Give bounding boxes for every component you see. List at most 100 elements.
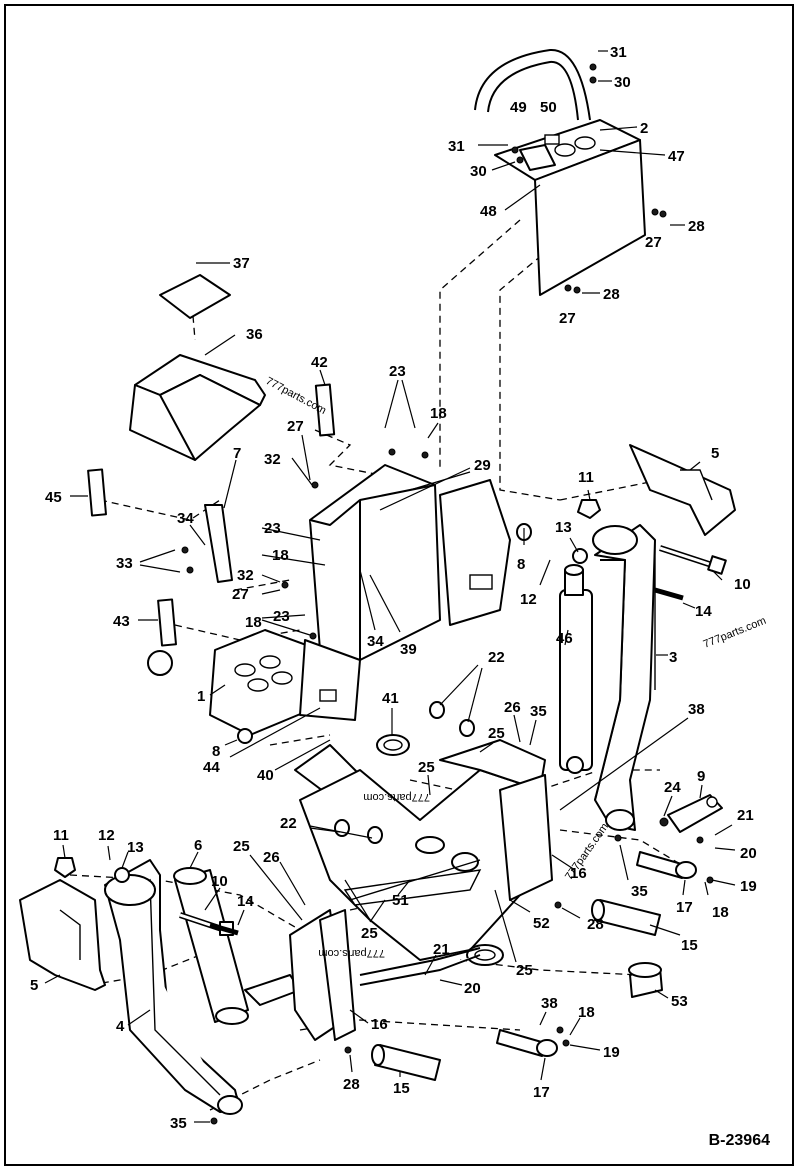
callout-label: 30 <box>470 163 487 180</box>
callout-label: 8 <box>517 556 525 573</box>
callout-label: 6 <box>194 837 202 854</box>
callout-label: 31 <box>448 138 465 155</box>
callout-label: 51 <box>392 892 409 909</box>
callout-label: 25 <box>488 725 505 742</box>
callout-label: 33 <box>116 555 133 572</box>
callout-label: 15 <box>681 937 698 954</box>
callout-label: 49 <box>510 99 527 116</box>
pins-17 <box>496 851 697 1057</box>
callout-label: 10 <box>734 576 751 593</box>
decal-43 <box>157 598 177 647</box>
callout-label: 23 <box>264 520 281 537</box>
callout-label: 44 <box>203 759 220 776</box>
callout-label: 19 <box>740 878 757 895</box>
callout-label: 8 <box>212 743 220 760</box>
callout-label: 28 <box>688 218 705 235</box>
callout-label: 10 <box>211 873 228 890</box>
callout-label: 21 <box>737 807 754 824</box>
callout-label: 27 <box>645 234 662 251</box>
callout-labels: 31 30 2 49 50 31 30 47 48 28 27 28 27 37… <box>30 44 757 1132</box>
callout-label: 17 <box>676 899 693 916</box>
callout-label: 7 <box>233 445 241 462</box>
callout-label: 39 <box>400 641 417 658</box>
callout-label: 22 <box>488 649 505 666</box>
callout-label: 19 <box>603 1044 620 1061</box>
callout-label: 5 <box>30 977 38 994</box>
callout-label: 11 <box>578 469 594 486</box>
callout-label: 40 <box>257 767 274 784</box>
callout-label: 15 <box>393 1080 410 1097</box>
callout-label: 48 <box>480 203 497 220</box>
callout-label: 41 <box>382 690 399 707</box>
callout-label: 28 <box>603 286 620 303</box>
leader-lines <box>44 50 736 1123</box>
control-panel-assembly <box>474 48 646 296</box>
callout-label: 26 <box>263 849 280 866</box>
callout-label: 35 <box>631 883 648 900</box>
callout-label: 27 <box>287 418 304 435</box>
callout-label: 22 <box>280 815 297 832</box>
plug <box>147 650 173 676</box>
callout-label: 43 <box>113 613 130 630</box>
callout-label: 20 <box>464 980 481 997</box>
callout-label: 27 <box>559 310 576 327</box>
watermark: 777parts.com <box>318 947 385 959</box>
callout-label: 5 <box>711 445 719 462</box>
callout-label: 12 <box>520 591 537 608</box>
callout-label: 27 <box>232 586 249 603</box>
plate-37 <box>159 274 231 319</box>
callout-label: 42 <box>311 354 328 371</box>
callout-label: 13 <box>555 519 572 536</box>
callout-label: 18 <box>272 547 289 564</box>
bracket-5-left <box>19 879 106 991</box>
bracket-5-right <box>629 444 736 536</box>
callout-label: 52 <box>533 915 550 932</box>
boom-arm-left <box>104 859 243 1115</box>
callout-label: 36 <box>246 326 263 343</box>
callout-label: 35 <box>530 703 547 720</box>
cover-plates <box>129 274 266 461</box>
callout-label: 37 <box>233 255 250 272</box>
callout-label: 16 <box>371 1016 388 1033</box>
plate-7 <box>204 504 233 583</box>
swing-frame <box>294 739 553 986</box>
callout-label: 14 <box>695 603 712 620</box>
callout-label: 25 <box>233 838 250 855</box>
callout-label: 46 <box>556 630 573 647</box>
hardware <box>54 63 714 1125</box>
callout-label: 18 <box>430 405 447 422</box>
callout-label: 29 <box>474 457 491 474</box>
pins-15 <box>371 899 661 1081</box>
callout-label: 21 <box>433 941 450 958</box>
callout-label: 35 <box>170 1115 187 1132</box>
callout-label: 23 <box>273 608 290 625</box>
callout-label: 3 <box>669 649 677 666</box>
cylinder-46 <box>559 564 593 774</box>
callout-label: 11 <box>53 827 69 844</box>
callout-label: 25 <box>418 759 435 776</box>
callout-label: 13 <box>127 839 144 856</box>
callout-label: 38 <box>688 701 705 718</box>
callout-label: 34 <box>367 633 384 650</box>
watermark: 777parts.com <box>363 791 430 803</box>
decal-45 <box>87 468 107 517</box>
boom-arm-right <box>592 524 656 831</box>
decal-42 <box>314 383 336 437</box>
callout-label: 53 <box>671 993 688 1010</box>
callout-label: 9 <box>697 768 705 785</box>
side-panel-39 <box>439 479 511 626</box>
callout-label: 38 <box>541 995 558 1012</box>
callout-label: 28 <box>343 1076 360 1093</box>
callout-label: 30 <box>614 74 631 91</box>
cylinder-6 <box>173 867 249 1025</box>
watermark: 777parts.com <box>702 615 768 651</box>
bolt-10-right <box>659 545 727 575</box>
callout-label: 50 <box>540 99 557 116</box>
callout-label: 32 <box>264 451 281 468</box>
console-tower <box>209 464 511 736</box>
callout-label: 45 <box>45 489 62 506</box>
callout-label: 34 <box>177 510 194 527</box>
callout-label: 16 <box>570 865 587 882</box>
callout-label: 4 <box>116 1018 125 1035</box>
